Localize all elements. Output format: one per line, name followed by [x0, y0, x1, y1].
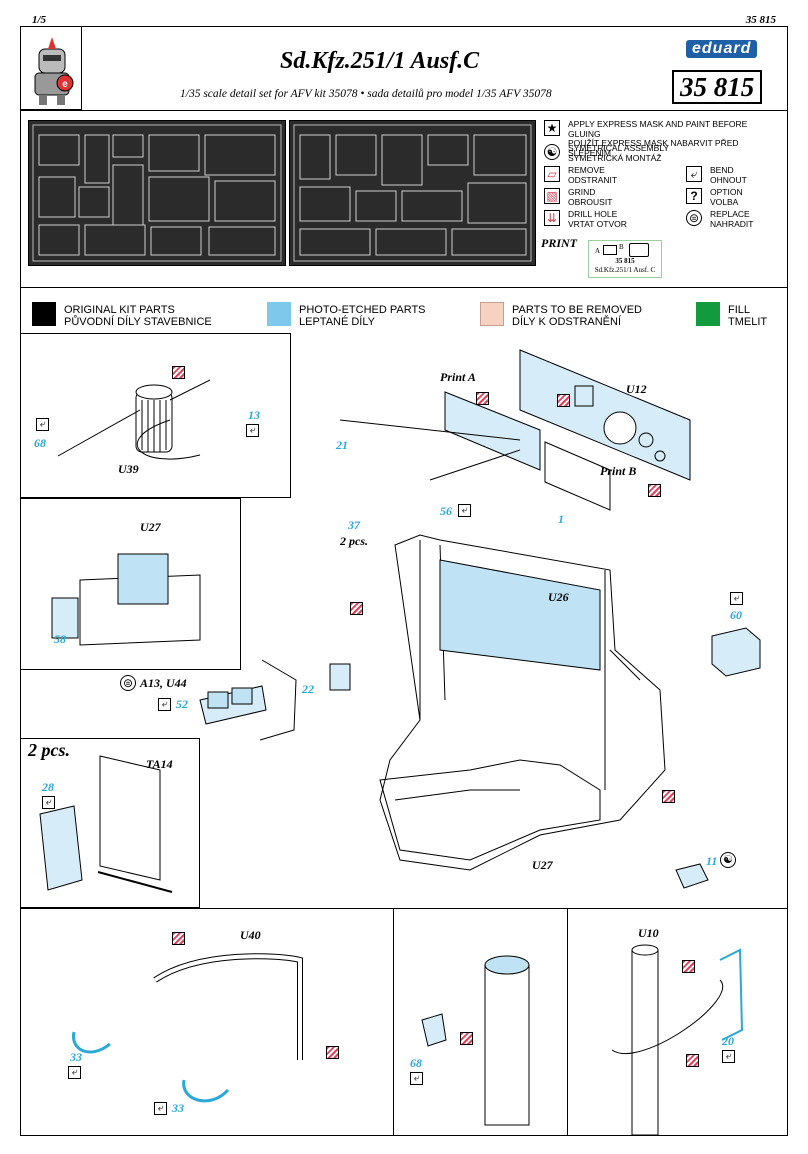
svg-text:e: e [62, 79, 68, 90]
label-ta14: TA14 [146, 757, 173, 771]
remove-marker [476, 392, 489, 405]
part-22: 22 [302, 682, 314, 696]
legend-swatch-photo-etched [267, 302, 291, 326]
print-label: PRINT [541, 236, 577, 250]
label-print-b: Print B [600, 464, 637, 478]
kit-number: 35 815 [672, 70, 763, 104]
part-1: 1 [558, 512, 564, 526]
part-21: 21 [336, 438, 348, 452]
label-u12: U12 [626, 382, 647, 396]
part-68a: 68 [34, 436, 46, 450]
label-u26: U26 [548, 590, 569, 604]
replace-icon: ⊜ [120, 675, 136, 691]
photo-etch-sheet-left [28, 120, 286, 266]
page-subtitle: 1/35 scale detail set for AFV kit 35078 … [180, 88, 552, 100]
remove-marker [460, 1032, 473, 1045]
label-u40: U40 [240, 928, 261, 942]
remove-marker [682, 960, 695, 973]
inset-u10 [567, 908, 788, 1136]
print-a-icon [603, 245, 617, 255]
bend-icon: ⤶ [68, 1066, 81, 1079]
bend-icon: ⤶ [246, 424, 259, 437]
label-u27-inset: U27 [140, 520, 161, 534]
bend-icon: ⤶ [36, 418, 49, 431]
part-33a: 33 [70, 1050, 82, 1064]
logo-box: e [20, 26, 82, 110]
symmetry-icon: ☯ [720, 852, 736, 868]
bend-icon: ⤶ [730, 592, 743, 605]
label-u27: U27 [532, 858, 553, 872]
replace-icon: ⊜ [686, 210, 702, 226]
part-20: 20 [722, 1034, 734, 1048]
label-u10: U10 [638, 926, 659, 940]
bend-icon: ⤶ [722, 1050, 735, 1063]
legend-swatch-fill [696, 302, 720, 326]
remove-marker [326, 1046, 339, 1059]
kit-reference: 35 815 [745, 14, 776, 26]
label-two-pcs: 2 pcs. [340, 534, 368, 548]
legend-swatch-remove [480, 302, 504, 326]
label-print-a: Print A [440, 370, 476, 384]
part-33b: 33 [172, 1101, 184, 1115]
part-13: 13 [248, 408, 260, 422]
label-two-pcs: 2 pcs. [28, 740, 70, 760]
star-icon: ★ [544, 120, 560, 136]
bend-icon: ⤶ [158, 698, 171, 711]
part-11: 11 [706, 854, 718, 868]
print-b-icon [629, 243, 649, 257]
remove-marker [172, 932, 185, 945]
label-u39: U39 [118, 462, 139, 476]
part-68b: 68 [410, 1056, 422, 1070]
bend-icon: ⤶ [42, 796, 55, 809]
symmetry-icon: ☯ [544, 144, 560, 160]
bend-icon: ⤶ [458, 504, 471, 517]
option-icon: ? [686, 188, 702, 204]
drill-icon: ⇊ [544, 210, 560, 226]
inset-u39 [20, 333, 291, 498]
remove-marker [172, 366, 185, 379]
header-divider [20, 110, 788, 111]
legend-swatch-original [32, 302, 56, 326]
bend-icon: ⤶ [686, 166, 702, 182]
inset-ta14 [20, 738, 200, 908]
remove-marker [686, 1054, 699, 1067]
replace-reference: A13, U44 [140, 676, 187, 690]
remove-marker [350, 602, 363, 615]
symbol-legend: ★ APPLY EXPRESS MASK AND PAINT BEFORE GL… [540, 116, 784, 232]
knight-logo-icon: e [34, 37, 74, 105]
part-28: 28 [42, 780, 54, 794]
part-56: 56 [440, 504, 452, 518]
grind-icon: ▧ [544, 188, 560, 204]
symbol-text: APPLY EXPRESS MASK AND PAINT BEFORE GLUI… [568, 119, 748, 158]
part-37: 37 [348, 518, 360, 532]
photo-etch-sheet-right [289, 120, 536, 266]
part-52: 52 [176, 697, 188, 711]
remove-marker [648, 484, 661, 497]
legend-divider [20, 287, 788, 288]
page-number: 1/5 [32, 14, 47, 26]
brand-logo: eduard [686, 40, 758, 58]
remove-marker [557, 394, 570, 407]
print-decal: A B 35 815 Sd.Kfz.251/1 Ausf. C [588, 240, 662, 278]
page-title: Sd.Kfz.251/1 Ausf.C [280, 48, 480, 74]
part-60: 60 [730, 608, 742, 622]
inset-u27 [20, 498, 241, 670]
remove-marker [662, 790, 675, 803]
remove-icon: ▱ [544, 166, 560, 182]
bend-icon: ⤶ [410, 1072, 423, 1085]
part-58: 58 [54, 632, 66, 646]
bend-icon: ⤶ [154, 1102, 167, 1115]
